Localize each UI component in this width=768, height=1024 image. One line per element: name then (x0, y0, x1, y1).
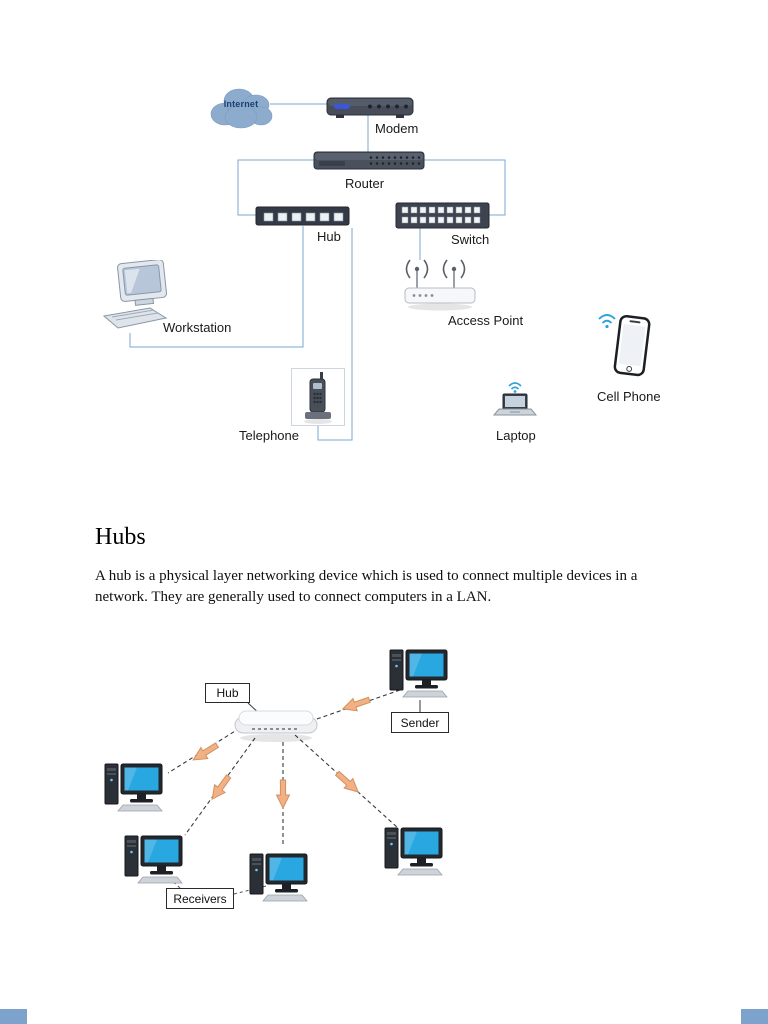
receivers-callout-label: Receivers (166, 888, 234, 909)
hub-callout-label: Hub (205, 683, 250, 703)
workstation-icon (98, 260, 178, 332)
workstation-label: Workstation (163, 320, 232, 335)
cell-phone-icon (593, 305, 653, 385)
internet-label: Internet (223, 99, 259, 109)
modem-icon (326, 92, 414, 122)
receiver-computer-icon (123, 828, 185, 886)
sender-computer-icon (388, 642, 450, 700)
section-paragraph: A hub is a physical layer networking dev… (95, 568, 638, 605)
telephone-label: Telephone (239, 428, 299, 443)
hub-diagram: Hub Sender Receivers (80, 630, 480, 925)
router-icon (313, 148, 425, 174)
modem-label: Modem (375, 121, 419, 136)
cloud-shape (210, 88, 273, 129)
network-diagram: Internet Modem (0, 0, 768, 470)
sender-callout-label: Sender (391, 712, 449, 733)
access-point-icon (398, 250, 483, 315)
switch-label: Switch (451, 232, 490, 247)
connector-lines (129, 103, 506, 441)
laptop-label: Laptop (496, 428, 536, 443)
receiver-computer-icon (103, 756, 165, 814)
internet-cloud-icon: Internet (203, 84, 279, 132)
access-point-label: Access Point (448, 313, 524, 328)
page-corner-left (0, 1009, 27, 1024)
laptop-icon (490, 378, 540, 422)
hub-label: Hub (317, 229, 341, 244)
receiver-computer-icon (383, 820, 445, 878)
switch-icon (395, 199, 490, 231)
hub-device-icon (230, 702, 322, 744)
page-corner-right (741, 1009, 768, 1024)
section-heading: Hubs (95, 524, 146, 550)
router-label: Router (345, 176, 385, 191)
telephone-icon (291, 368, 345, 426)
hub-icon (255, 204, 350, 228)
cell-phone-label: Cell Phone (597, 389, 661, 404)
receiver-computer-icon (248, 846, 310, 904)
